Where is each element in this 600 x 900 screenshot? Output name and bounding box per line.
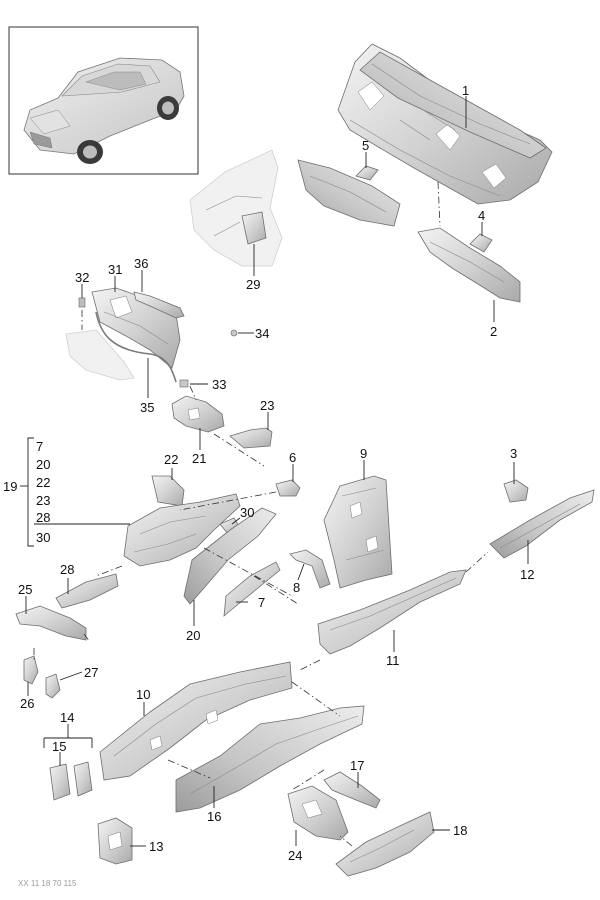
callout-30: 30 [240,505,254,520]
callout-10: 10 [136,687,150,702]
assembly-lines [33,181,489,847]
part-32-bolt [78,297,86,308]
part-20-rail [183,507,277,605]
callout-13: 13 [149,839,163,854]
callout-9: 9 [360,446,367,461]
callout-6: 6 [289,450,296,465]
vehicle-thumbnail [8,26,199,175]
callout-24: 24 [288,848,302,863]
group-19-item: 30 [36,530,50,545]
callout-28: 28 [60,562,74,577]
callout-33: 33 [212,377,226,392]
part-5-clip [355,165,379,181]
part-cowl-strip [297,159,401,227]
part-9-pillar [323,475,393,589]
footer-code: XX 11 18 70 115 [18,879,77,888]
part-34-screw [230,329,238,337]
part-2-panel [417,227,521,303]
callout-11: 11 [386,653,400,668]
callout-27: 27 [84,665,98,680]
part-35-cable [95,311,177,383]
part-28-bracket [55,573,119,609]
callout-21: 21 [192,451,206,466]
callout-34: 34 [255,326,269,341]
part-14-bracket [73,761,93,797]
part-19-assembly [123,493,241,567]
callout-36: 36 [134,256,148,271]
part-10-member [99,661,293,781]
part-12-rail [489,489,595,559]
callout-18: 18 [453,823,467,838]
part-26-bracket [23,655,39,685]
part-15-bracket [49,763,71,801]
part-22-plate [151,475,185,507]
callout-8: 8 [293,580,300,595]
part-23-bracket [229,427,273,449]
part-8-arch [289,549,331,589]
group-19-bracket [20,437,130,547]
callout-15: 15 [52,739,66,754]
callout-2: 2 [490,324,497,339]
callout-22: 22 [164,452,178,467]
part-3-bracket [503,479,529,503]
callout-12: 12 [520,567,534,582]
callout-1: 1 [462,83,469,98]
part-25-beam [15,605,87,641]
part-36-bracket [133,291,185,319]
part-4-clip [469,233,493,253]
callout-14: 14 [60,710,74,725]
callout-35: 35 [140,400,154,415]
callout-20: 20 [186,628,200,643]
callout-17: 17 [350,758,364,773]
part-24-panel [287,785,349,841]
leader-lines [25,96,529,847]
callout-25: 25 [18,582,32,597]
part-27-bracket [45,673,61,699]
part-1-cowl [337,43,553,205]
callout-4: 4 [478,208,485,223]
group-19-item: 22 [36,475,50,490]
group-19-item: 28 [36,510,50,525]
part-13-bracket [97,817,133,865]
callout-29: 29 [246,277,260,292]
group-19-item: 7 [36,439,43,454]
part-33-nut [179,379,189,388]
callout-16: 16 [207,809,221,824]
part-17-bracket [323,771,381,809]
callout-7: 7 [258,595,265,610]
part-21-bracket [171,395,225,433]
callout-5: 5 [362,138,369,153]
callout-labels: 1 5 4 2 29 32 31 36 34 35 33 23 21 22 6 … [3,83,534,863]
part-16-member [175,705,365,813]
part-6-clip [275,479,301,497]
part-29-ghost [189,149,283,267]
callout-23: 23 [260,398,274,413]
car-illustration [23,57,185,164]
callout-3: 3 [510,446,517,461]
part-18-floor [335,811,435,877]
part-31-ghost [65,329,135,381]
part-7-strip [223,561,281,617]
callout-26: 26 [20,696,34,711]
group-19-item: 20 [36,457,50,472]
callout-32: 32 [75,270,89,285]
part-11-sill [317,569,467,655]
callout-19: 19 [3,479,17,494]
callout-31: 31 [108,262,122,277]
group-19-item: 23 [36,493,50,508]
